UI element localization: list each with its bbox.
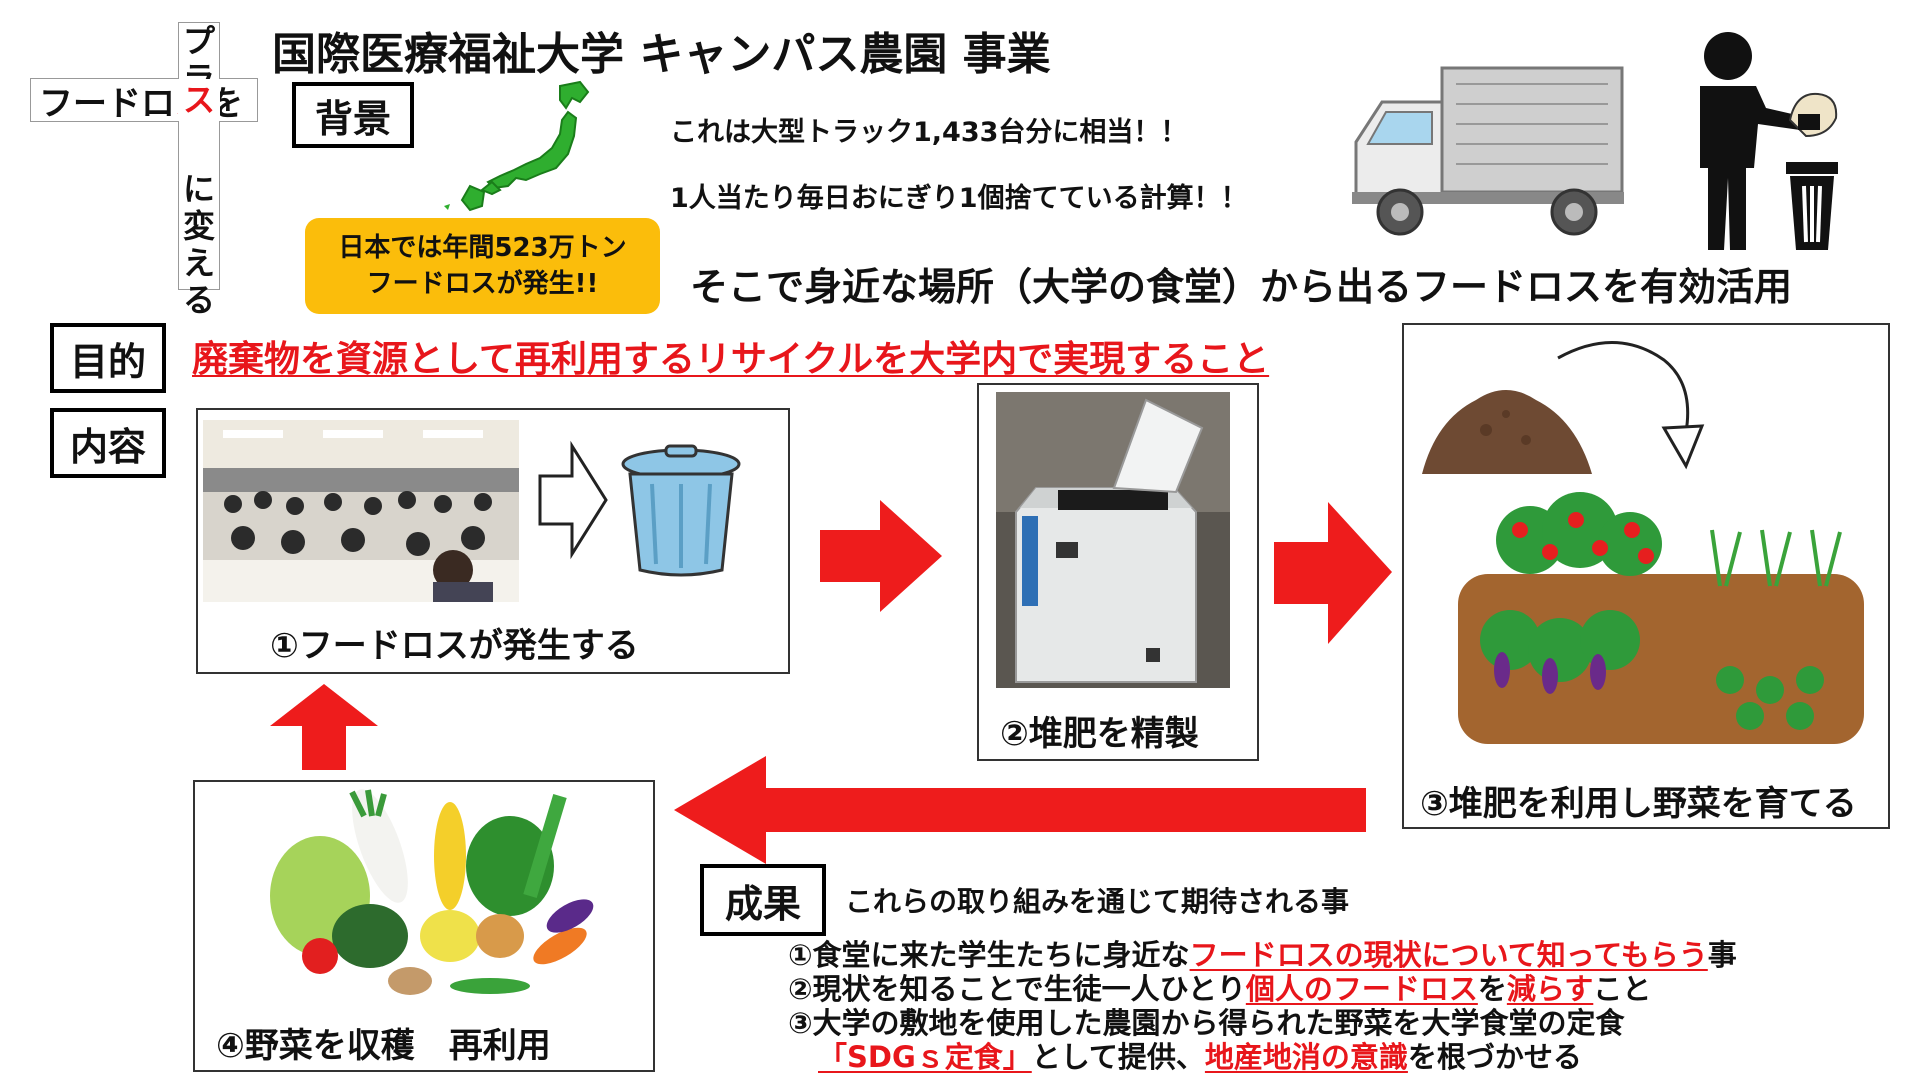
result-item-2: ②現状を知ることで生徒一人ひとり個人のフードロスを減らすこと xyxy=(788,972,1652,1006)
results-label: 成果 xyxy=(700,864,826,936)
background-label: 背景 xyxy=(292,82,414,148)
content-label: 内容 xyxy=(50,408,166,478)
vegetable-garden-icon xyxy=(1458,492,1864,744)
fact-truck: これは大型トラック1,433台分に相当！！ xyxy=(670,117,1188,148)
person-trash-icon xyxy=(1700,32,1838,250)
step2-caption: ②堆肥を精製 xyxy=(1000,714,1199,754)
flow-arrow-4 xyxy=(270,684,378,770)
background-conclusion: そこで身近な場所（大学の食堂）から出るフードロスを有効活用 xyxy=(690,265,1793,309)
purpose-label: 目的 xyxy=(50,323,166,393)
japan-map-icon xyxy=(444,80,590,212)
composter-photo xyxy=(996,392,1230,688)
slogan-vertical: プ ラ に 変 え る xyxy=(178,22,220,319)
purpose-text: 廃棄物を資源として再利用するリサイクルを大学内で実現すること xyxy=(192,339,1270,380)
results-intro: これらの取り組みを通じて期待される事 xyxy=(845,885,1350,918)
curved-arrow-icon xyxy=(1557,341,1705,470)
flow-arrow-1 xyxy=(820,500,942,612)
fact-onigiri: 1人当たり毎日おにぎり1個捨てている計算！！ xyxy=(670,183,1248,214)
result-item-1: ①食堂に来た学生たちに身近なフードロスの現状について知ってもらう事 xyxy=(788,938,1737,972)
result-item-3: ③大学の敷地を使用した農園から得られた野菜を大学食堂の定食 xyxy=(788,1006,1625,1040)
page-title: 国際医療福祉大学 キャンパス農園 事業 xyxy=(272,29,1051,80)
flow-arrow-2 xyxy=(1274,502,1392,644)
flow-arrow-3 xyxy=(674,756,1366,864)
slogan-center-char: ス xyxy=(182,81,215,119)
vegetables-pile-icon xyxy=(270,789,594,995)
outline-arrow-icon xyxy=(538,440,608,560)
compost-pile-icon xyxy=(1422,390,1592,474)
food-loss-badge: 日本では年間523万トン フードロスが発生!! xyxy=(305,218,660,314)
truck-icon xyxy=(1352,66,1624,236)
step4-caption: ④野菜を収穫 再利用 xyxy=(216,1026,551,1066)
trash-can-icon xyxy=(621,444,741,577)
step3-caption: ③堆肥を利用し野菜を育てる xyxy=(1420,784,1857,824)
slogan-horizontal: フードロスを xyxy=(30,78,258,124)
cafeteria-photo xyxy=(203,420,519,602)
step1-caption: ①フードロスが発生する xyxy=(270,626,639,666)
result-item-3-cont: 「SDGｓ定食」として提供、地産地消の意識を根づかせる xyxy=(818,1040,1582,1074)
